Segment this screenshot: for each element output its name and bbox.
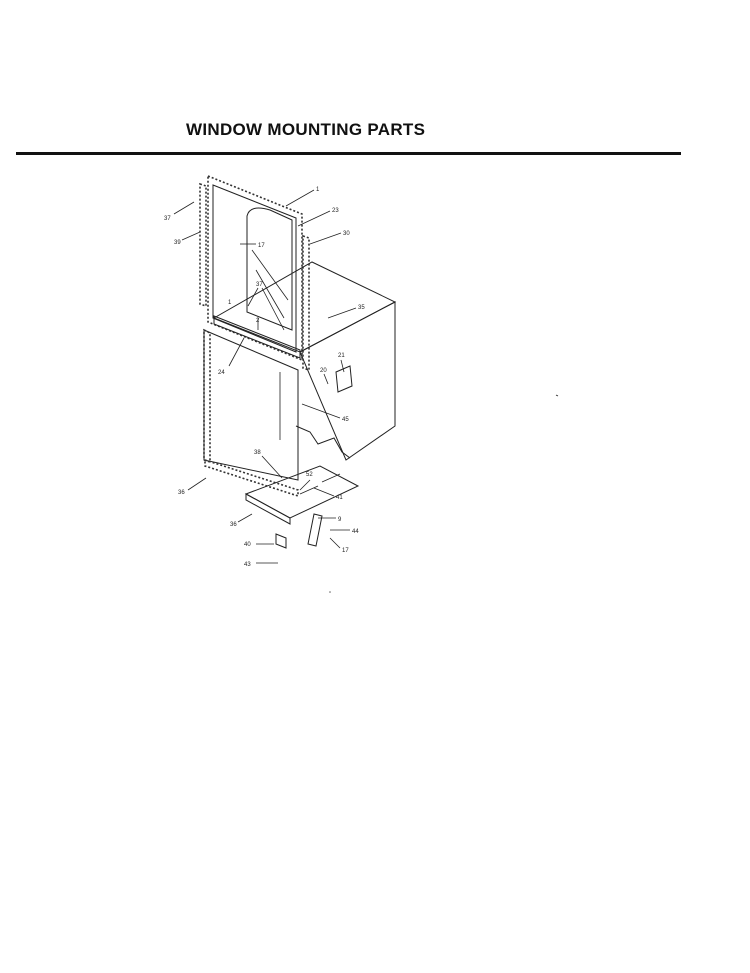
callout: 36 xyxy=(178,490,185,496)
callout: 44 xyxy=(352,529,359,535)
callout: 23 xyxy=(332,208,339,214)
callout-labels: 1 23 37 39 17 30 37 1 2 35 24 21 20 45 3… xyxy=(164,187,365,568)
cabinet xyxy=(203,261,397,498)
callout: 2 xyxy=(256,318,260,324)
speck-mark xyxy=(555,394,559,397)
callout: 52 xyxy=(306,472,313,478)
callout: 1 xyxy=(316,187,320,193)
wall-bracket xyxy=(335,365,353,393)
angle-bracket xyxy=(275,533,287,549)
speck xyxy=(329,591,331,593)
callout: 17 xyxy=(342,548,349,554)
callout: 35 xyxy=(358,305,365,311)
callout: 9 xyxy=(338,517,342,523)
support-leg xyxy=(307,513,323,547)
callout: 39 xyxy=(174,240,181,246)
callout: 1 xyxy=(228,300,232,306)
left-side-seal xyxy=(199,182,207,308)
window-sash-frame xyxy=(207,174,303,362)
callout: 43 xyxy=(244,562,251,568)
leader-lines xyxy=(173,189,357,564)
callout: 21 xyxy=(338,353,345,359)
callout: 38 xyxy=(254,450,261,456)
right-side-seal xyxy=(302,234,310,372)
callout: 37 xyxy=(164,216,171,222)
callout: 37 xyxy=(256,282,263,288)
sill-bracket xyxy=(213,315,301,359)
callout: 40 xyxy=(244,542,251,548)
callout: 20 xyxy=(320,368,327,374)
title-underline xyxy=(16,152,681,155)
callout: 17 xyxy=(258,243,265,249)
callout: 30 xyxy=(343,231,350,237)
callout: 24 xyxy=(218,370,225,376)
callout: 36 xyxy=(230,522,237,528)
mounting-tray xyxy=(244,465,360,525)
callout: 41 xyxy=(336,495,343,501)
callout: 45 xyxy=(342,417,349,423)
page-title: WINDOW MOUNTING PARTS xyxy=(186,120,426,139)
